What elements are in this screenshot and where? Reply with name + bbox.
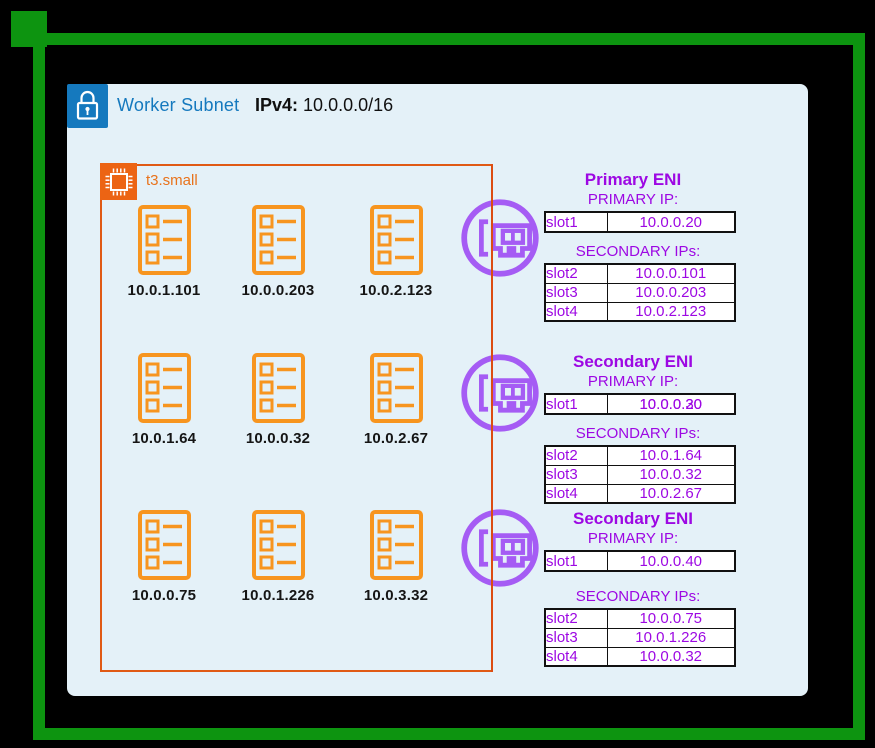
instance-boundary-line xyxy=(491,164,493,672)
list-document-icon xyxy=(369,510,423,580)
ip-cell: 10.0.0.203 xyxy=(606,282,736,303)
ip-value: 10.0.0.30 xyxy=(639,395,703,413)
lock-icon xyxy=(67,84,108,128)
pod: 10.0.1.64 xyxy=(104,353,224,447)
pod: 10.0.3.32 xyxy=(336,510,456,604)
subnet-cidr-value: 10.0.0.0/16 xyxy=(303,95,394,115)
pod: 10.0.0.203 xyxy=(218,205,338,299)
slot-cell: slot3 xyxy=(544,627,608,648)
pod-ip-label: 10.0.1.101 xyxy=(127,282,201,299)
subnet-cidr: IPv4: 10.0.0.0/16 xyxy=(255,95,393,116)
pod: 10.0.1.101 xyxy=(104,205,224,299)
table-row: slot1 10.0.0.40 xyxy=(544,550,736,572)
table-row: slot3 10.0.0.203 xyxy=(544,282,736,303)
table-row: slot3 10.0.1.226 xyxy=(544,627,736,648)
eni-title: Secondary ENI xyxy=(573,509,693,528)
table-row: slot4 10.0.0.32 xyxy=(544,646,736,667)
primary-ip-heading: PRIMARY IP: xyxy=(587,530,679,547)
instance-type-label: t3.small xyxy=(146,172,198,189)
ip-cell: 10.0.0.101 xyxy=(606,263,736,284)
eni-network-card-icon xyxy=(461,509,539,587)
pod: 10.0.1.226 xyxy=(218,510,338,604)
list-document-icon xyxy=(369,205,423,275)
ip-value-overlapped: 10.0.0.20 xyxy=(639,396,703,413)
pod-ip-label: 10.0.1.64 xyxy=(131,430,197,447)
eni-network-card-icon xyxy=(461,199,539,277)
pod: 10.0.2.123 xyxy=(336,205,456,299)
ip-cell: 10.0.0.30 10.0.0.20 xyxy=(606,393,736,415)
secondary-ips-heading: SECONDARY IPs: xyxy=(575,425,701,442)
pod-ip-label: 10.0.0.203 xyxy=(241,282,315,299)
ip-cell: 10.0.1.226 xyxy=(606,627,736,648)
eni-section-primary: Primary ENI PRIMARY IP: slot1 10.0.0.20 … xyxy=(544,170,736,322)
lock-icon-glyph xyxy=(76,90,99,120)
ip-cell: 10.0.0.20 xyxy=(606,211,736,233)
table-row: slot3 10.0.0.32 xyxy=(544,464,736,485)
table-row: slot2 10.0.0.75 xyxy=(544,608,736,629)
pod: 10.0.0.32 xyxy=(218,353,338,447)
primary-ip-table: slot1 10.0.0.40 xyxy=(544,550,736,572)
eni-title: Primary ENI xyxy=(584,170,682,189)
list-document-icon xyxy=(251,205,305,275)
pod-ip-label: 10.0.2.123 xyxy=(359,282,433,299)
ip-cell: 10.0.1.64 xyxy=(606,445,736,466)
slot-cell: slot4 xyxy=(544,483,608,504)
table-row: slot4 10.0.2.67 xyxy=(544,483,736,504)
slot-cell: slot4 xyxy=(544,646,608,667)
subnet-panel xyxy=(67,84,808,696)
list-document-icon xyxy=(137,510,191,580)
outer-border xyxy=(33,33,865,740)
table-row: slot2 10.0.0.101 xyxy=(544,263,736,284)
ip-cell: 10.0.0.75 xyxy=(606,608,736,629)
primary-ip-heading: PRIMARY IP: xyxy=(587,191,679,208)
slot-cell: slot1 xyxy=(544,393,608,415)
pod-ip-label: 10.0.2.67 xyxy=(363,430,429,447)
cpu-chip-glyph xyxy=(105,168,132,195)
list-document-icon xyxy=(251,353,305,423)
slot-cell: slot1 xyxy=(544,211,608,233)
list-document-icon xyxy=(137,353,191,423)
ip-cell: 10.0.0.32 xyxy=(606,646,736,667)
table-row: slot1 10.0.0.20 xyxy=(544,211,736,233)
ip-cell: 10.0.2.67 xyxy=(606,483,736,504)
cpu-chip-icon xyxy=(100,163,137,200)
list-document-icon xyxy=(251,510,305,580)
table-row: slot4 10.0.2.123 xyxy=(544,301,736,322)
secondary-ips-heading: SECONDARY IPs: xyxy=(575,243,701,260)
eni-section-secondary-2: Secondary ENI PRIMARY IP: slot1 10.0.0.4… xyxy=(544,509,736,667)
pod-ip-label: 10.0.3.32 xyxy=(363,587,429,604)
subnet-cidr-label: IPv4: xyxy=(255,95,299,115)
corner-accent xyxy=(11,11,47,47)
eni-section-secondary-1: Secondary ENI PRIMARY IP: slot1 10.0.0.3… xyxy=(544,352,736,504)
eni-network-card-icon xyxy=(461,354,539,432)
list-document-icon xyxy=(137,205,191,275)
ip-cell: 10.0.0.32 xyxy=(606,464,736,485)
table-row: slot1 10.0.0.30 10.0.0.20 xyxy=(544,393,736,415)
table-row: slot2 10.0.1.64 xyxy=(544,445,736,466)
primary-ip-table: slot1 10.0.0.30 10.0.0.20 xyxy=(544,393,736,415)
list-document-icon xyxy=(369,353,423,423)
pod: 10.0.2.67 xyxy=(336,353,456,447)
primary-ip-heading: PRIMARY IP: xyxy=(587,373,679,390)
slot-cell: slot2 xyxy=(544,263,608,284)
secondary-ips-heading: SECONDARY IPs: xyxy=(575,588,701,605)
primary-ip-table: slot1 10.0.0.20 xyxy=(544,211,736,233)
slot-cell: slot4 xyxy=(544,301,608,322)
pod-ip-label: 10.0.1.226 xyxy=(241,587,315,604)
secondary-ips-table: slot2 10.0.0.75 slot3 10.0.1.226 slot4 1… xyxy=(544,608,736,667)
secondary-ips-table: slot2 10.0.0.101 slot3 10.0.0.203 slot4 … xyxy=(544,263,736,322)
pod-ip-label: 10.0.0.32 xyxy=(245,430,311,447)
slot-cell: slot3 xyxy=(544,282,608,303)
slot-cell: slot2 xyxy=(544,445,608,466)
ip-cell: 10.0.0.40 xyxy=(606,550,736,572)
slot-cell: slot3 xyxy=(544,464,608,485)
secondary-ips-table: slot2 10.0.1.64 slot3 10.0.0.32 slot4 10… xyxy=(544,445,736,504)
subnet-title: Worker Subnet xyxy=(117,95,240,115)
eni-title: Secondary ENI xyxy=(573,352,693,371)
pod-ip-label: 10.0.0.75 xyxy=(131,587,197,604)
slot-cell: slot2 xyxy=(544,608,608,629)
slot-cell: slot1 xyxy=(544,550,608,572)
ip-cell: 10.0.2.123 xyxy=(606,301,736,322)
pod: 10.0.0.75 xyxy=(104,510,224,604)
